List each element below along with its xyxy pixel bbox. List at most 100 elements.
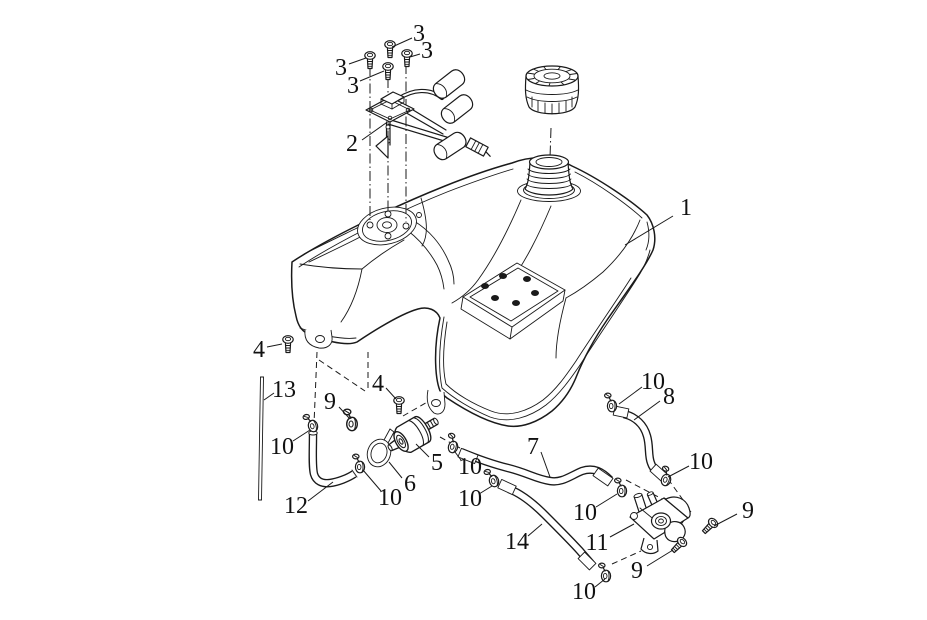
- part-label-10-18: 10: [667, 449, 713, 478]
- sender-mount-plate: [357, 206, 422, 246]
- part-label-9-13: 9: [713, 498, 754, 527]
- hose-8: [612, 405, 669, 483]
- clamp-10-valve: [443, 432, 462, 455]
- tank-crease-3: [565, 219, 641, 299]
- part-number-7: 7: [527, 434, 539, 460]
- part-label-13-25: 13: [263, 377, 296, 403]
- leader-line: [415, 443, 430, 458]
- part-label-12-24: 12: [284, 481, 334, 519]
- tank-strip-right-lower: [406, 229, 445, 290]
- part-number-3: 3: [413, 21, 425, 47]
- leader-line: [527, 523, 543, 537]
- part-label-10-20: 10: [458, 485, 493, 512]
- clamp-10-hose8-top: [603, 392, 618, 413]
- rod-13: [258, 376, 264, 501]
- fuel-cap: [524, 65, 580, 115]
- screw-icon: [364, 51, 376, 70]
- leader-line: [292, 429, 311, 442]
- leader-line: [385, 387, 397, 400]
- part-label-10-21: 10: [573, 493, 618, 526]
- part-number-2: 2: [346, 131, 358, 157]
- part-number-10: 10: [458, 454, 482, 480]
- part-label-9-14: 9: [631, 549, 674, 584]
- hose-12: [308, 430, 358, 488]
- part-number-1: 1: [680, 195, 692, 221]
- part-label-10-22: 10: [572, 578, 606, 605]
- part-label-2-1: 2: [346, 122, 387, 157]
- screw-icon: [401, 49, 413, 68]
- fitting-10-hose12-top: [301, 411, 320, 435]
- sender-bracket: [365, 91, 415, 159]
- part-number-4: 4: [372, 371, 384, 397]
- leader-line: [609, 523, 635, 538]
- leader-line: [338, 406, 351, 420]
- screws-3: [364, 40, 413, 81]
- part-number-4: 4: [253, 337, 265, 363]
- part-number-12: 12: [284, 493, 308, 519]
- part-number-10: 10: [689, 449, 713, 475]
- leader-line: [409, 53, 421, 58]
- tank-strip-left-upper: [303, 226, 360, 255]
- part-number-3: 3: [335, 55, 347, 81]
- fuel-tank: [290, 154, 656, 428]
- part-label-10-15: 10: [270, 429, 311, 460]
- filler-neck: [517, 154, 581, 202]
- tank-bottom-seam-right2: [443, 277, 632, 415]
- part-number-9: 9: [631, 558, 643, 584]
- part-number-10: 10: [270, 434, 294, 460]
- part-label-4-7: 4: [372, 371, 397, 400]
- fuel-valve-5: [387, 415, 439, 453]
- part-label-6-9: 6: [388, 461, 416, 497]
- sender-connector: [465, 137, 491, 157]
- leader-line: [595, 493, 618, 508]
- part-number-6: 6: [404, 471, 416, 497]
- fuel-sender: [365, 66, 491, 163]
- part-number-9: 9: [742, 498, 754, 524]
- screw-9-right: [699, 515, 721, 537]
- part-label-9-12: 9: [324, 389, 351, 420]
- tank-ridge-line-right: [574, 171, 643, 219]
- part-number-3: 3: [347, 73, 359, 99]
- leader-line: [713, 513, 738, 527]
- part-label-11-23: 11: [585, 523, 635, 556]
- loop-clamp-6: [366, 428, 395, 468]
- tank-crease-b: [340, 268, 363, 323]
- tank-tab-center: [426, 389, 446, 415]
- part-number-11: 11: [585, 530, 608, 556]
- leader-line: [478, 485, 493, 495]
- leader-line: [454, 451, 462, 461]
- clamp-10-hose14-top: [482, 466, 501, 490]
- tank-crease-5: [645, 221, 650, 251]
- part-label-3-3: 3: [409, 38, 433, 64]
- part-label-10-19: 10: [454, 451, 482, 480]
- tank-channel-left: [451, 199, 522, 304]
- tank-crease-2: [420, 197, 427, 247]
- clamp-9-left: [342, 408, 358, 432]
- leader-line: [359, 70, 385, 82]
- leader-line: [633, 400, 661, 421]
- leader-line: [263, 392, 275, 401]
- front-pad: [460, 262, 566, 340]
- tank-tab-left: [304, 329, 333, 349]
- part-number-10: 10: [378, 485, 402, 511]
- part-label-3-5: 3: [347, 70, 385, 99]
- bolt-4-right: [393, 396, 405, 415]
- hose-7: [457, 447, 614, 487]
- leader-line: [362, 469, 382, 492]
- part-label-10-16: 10: [362, 469, 402, 511]
- part-number-8: 8: [663, 384, 675, 410]
- tank-crease-c: [361, 239, 405, 270]
- leader-line: [540, 451, 551, 478]
- tank-bottom-seam-right: [439, 249, 651, 421]
- leader-line: [624, 215, 674, 246]
- part-number-13: 13: [272, 377, 296, 403]
- leader-line: [266, 343, 283, 348]
- part-label-8-11: 8: [633, 384, 675, 421]
- leader-line: [307, 481, 334, 502]
- part-label-10-17: 10: [618, 369, 665, 405]
- part-number-3: 3: [421, 38, 433, 64]
- leader-line: [667, 465, 690, 478]
- leader-line: [618, 386, 643, 405]
